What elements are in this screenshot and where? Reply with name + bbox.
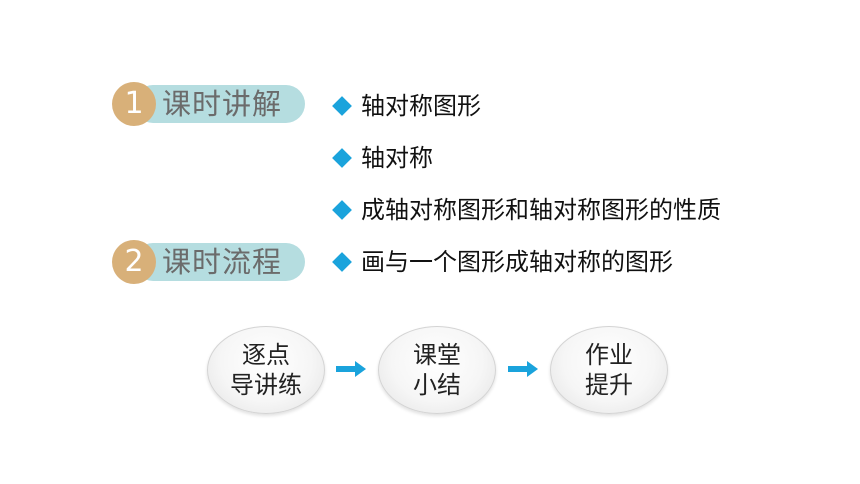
topic-text: 成轴对称图形和轴对称图形的性质 [361,196,721,224]
flow-step-summary[interactable]: 课堂 小结 [378,326,496,414]
right-arrow-icon [336,361,366,377]
diamond-bullet-icon [332,95,352,116]
right-arrow-icon [508,361,538,377]
flow-step-homework[interactable]: 作业 提升 [550,326,668,414]
flow-step-line1: 逐点 [242,341,290,369]
diamond-bullet-icon [332,251,352,272]
section-process: 2 课时流程 [112,240,305,284]
diamond-bullet-icon [332,147,352,168]
flow-step-line2: 导讲练 [230,371,302,399]
section-pill [134,85,305,123]
section-number: 2 [112,240,156,284]
section-pill [134,243,305,281]
flow-step-line1: 作业 [585,341,633,369]
section-title: 课时流程 [162,245,283,279]
topic-item: 画与一个图形成轴对称的图形 [330,247,673,277]
flow-step-line1: 课堂 [413,341,461,369]
section-number: 1 [112,82,156,126]
flow-step-practice[interactable]: 逐点 导讲练 [207,326,325,414]
topic-item: 轴对称图形 [330,91,481,121]
section-lecture: 1 课时讲解 [112,82,305,126]
section-title: 课时讲解 [162,87,283,121]
topic-item: 轴对称 [330,143,433,173]
flow-step-line2: 小结 [413,371,461,399]
topic-text: 轴对称图形 [361,92,481,120]
topic-text: 画与一个图形成轴对称的图形 [361,248,673,276]
diamond-bullet-icon [332,199,352,220]
flow-step-line2: 提升 [585,371,633,399]
topic-item: 成轴对称图形和轴对称图形的性质 [330,195,721,225]
topic-text: 轴对称 [361,144,433,172]
